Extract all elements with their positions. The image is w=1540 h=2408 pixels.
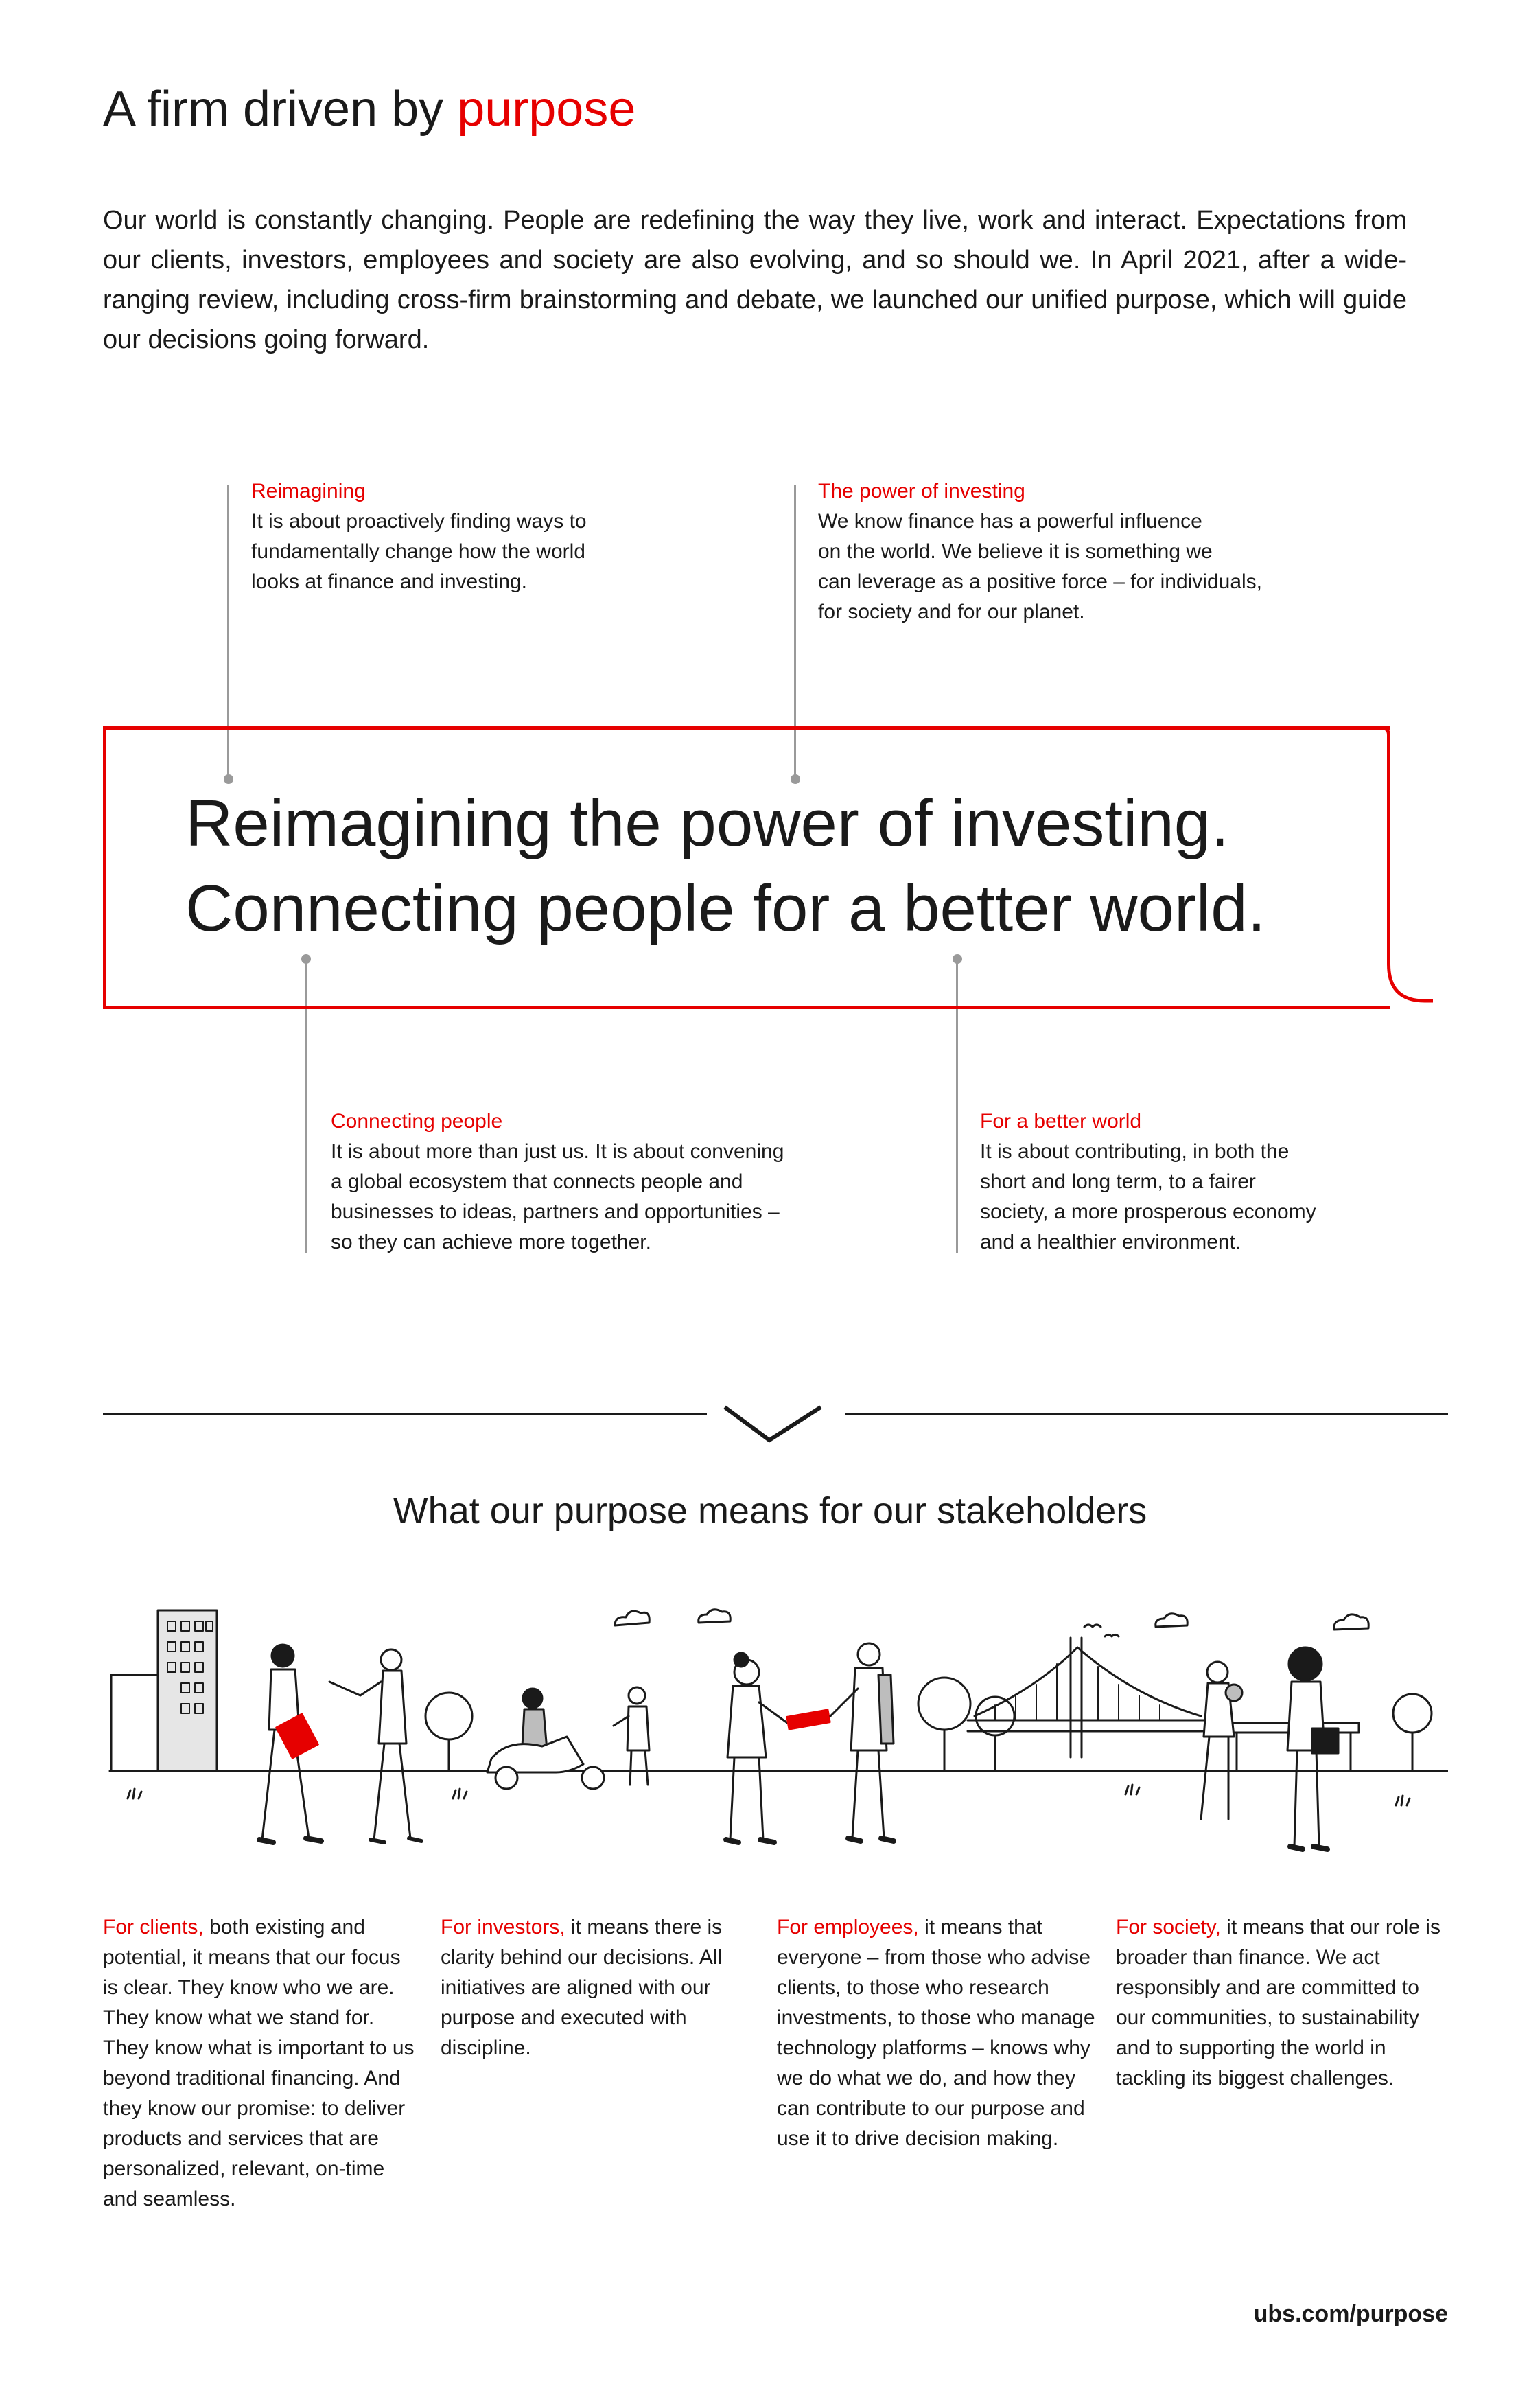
page-title: A firm driven by purpose [103,81,635,137]
city-scene-illustration [108,1608,1448,1852]
callout-connecting-title: Connecting people [331,1110,503,1133]
stakeholder-employees: For employees, it means that everyone – … [777,1912,1099,2154]
stakeholder-society-text: it means that our role is broader than f… [1116,1916,1440,2089]
stakeholder-society-lead: For society, [1116,1916,1221,1938]
footer-url-link[interactable]: ubs.com/purpose [1253,2301,1448,2327]
divider-right [845,1413,1448,1415]
callout-power-body: We know finance has a powerful influence… [818,510,1263,623]
callout-reimagining-title: Reimagining [251,480,366,502]
connector-dot-reimagining [224,774,233,784]
stakeholder-clients-lead: For clients, [103,1916,204,1938]
stakeholder-investors-text: it means there is clarity behind our dec… [441,1916,723,2059]
connector-line-better-world [956,958,958,1253]
callout-better-world-title: For a better world [980,1110,1142,1133]
callout-connecting-body: It is about more than just us. It is abo… [331,1140,784,1253]
purpose-frame [103,726,1390,1009]
title-prefix: A firm driven by [103,82,444,137]
callout-power: The power of investing We know finance h… [818,476,1353,627]
callout-connecting: Connecting people It is about more than … [331,1107,852,1258]
purpose-line-1: Reimagining the power of investing. [185,787,1229,860]
purpose-line-2: Connecting people for a better world. [185,872,1266,945]
stakeholder-clients: For clients, both existing and potential… [103,1912,419,2214]
stakeholders-title: What our purpose means for our stakehold… [393,1490,1147,1531]
stakeholder-employees-text: it means that everyone – from those who … [777,1916,1095,2150]
title-accent: purpose [457,82,636,137]
connector-dot-connecting [301,954,311,964]
callout-better-world-body: It is about contributing, in both the sh… [980,1140,1316,1253]
stakeholder-employees-lead: For employees, [777,1916,919,1938]
purpose-frame-corner [1345,726,1433,1003]
callout-reimagining-body: It is about proactively finding ways to … [251,510,587,593]
divider-left [103,1413,707,1415]
connector-dot-power [791,774,800,784]
callout-reimagining: Reimagining It is about proactively find… [251,476,732,597]
chevron-down-icon [723,1405,822,1443]
stakeholder-investors-lead: For investors, [441,1916,565,1938]
stakeholder-clients-text: both existing and potential, it means th… [103,1916,415,2210]
stakeholder-investors: For investors, it means there is clarity… [441,1912,743,2063]
connector-line-connecting [305,958,307,1253]
connector-dot-better-world [953,954,962,964]
intro-paragraph: Our world is constantly changing. People… [103,206,1407,354]
callout-power-title: The power of investing [818,480,1025,502]
purpose-statement: Reimagining the power of investing. Conn… [185,781,1265,951]
connector-line-reimagining [227,485,229,778]
connector-line-power [794,485,796,778]
stakeholder-society: For society, it means that our role is b… [1116,1912,1452,2094]
callout-better-world: For a better world It is about contribut… [980,1107,1405,1258]
